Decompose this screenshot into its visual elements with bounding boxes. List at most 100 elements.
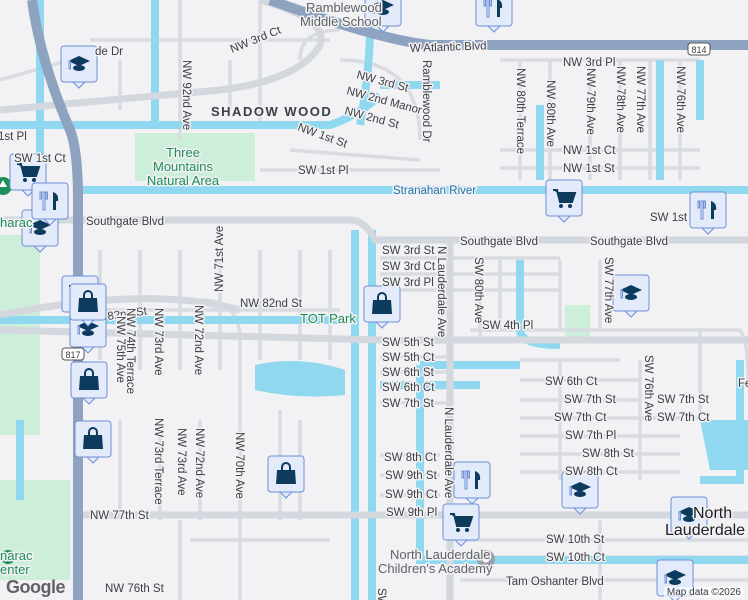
street-label: NW 80th Terrace bbox=[514, 68, 526, 154]
street-label: SW 3rd Pl bbox=[382, 277, 434, 289]
school-icon bbox=[620, 285, 642, 300]
shopping-cart-marker[interactable] bbox=[9, 153, 47, 197]
school-marker[interactable] bbox=[364, 0, 402, 33]
street-label: SW 4th Pl bbox=[482, 320, 533, 332]
school-marker[interactable] bbox=[670, 496, 708, 540]
street-label: SW 6th Ct bbox=[545, 376, 598, 388]
street-label: SW 7th St bbox=[657, 394, 710, 406]
street-label: NW 77th Ave bbox=[634, 66, 646, 133]
shopping-bag-icon bbox=[372, 292, 392, 314]
restaurant-marker[interactable] bbox=[31, 182, 69, 226]
street-label: 1st Pl bbox=[0, 131, 27, 143]
shopping-cart-marker[interactable] bbox=[442, 503, 480, 547]
street-label: NW 74th Terrace bbox=[124, 308, 136, 394]
markers-layer bbox=[9, 0, 727, 600]
restaurant-marker[interactable] bbox=[453, 461, 491, 505]
sw-5th-st bbox=[0, 326, 748, 344]
shopping-bag-marker[interactable] bbox=[363, 285, 401, 329]
park-area bbox=[0, 480, 70, 580]
street-label: NW 79th Ave bbox=[584, 68, 596, 135]
street-label: NW 78th Ave bbox=[614, 66, 626, 133]
street-label: NW 73rd Ave bbox=[175, 428, 187, 496]
street-label: SW 6th St bbox=[382, 367, 435, 379]
poi-label[interactable]: harac bbox=[0, 214, 35, 232]
restaurant-marker[interactable] bbox=[475, 0, 513, 33]
street-label: NW 72nd Ave bbox=[193, 428, 205, 498]
street-label: SW 5th St bbox=[382, 337, 435, 349]
shopping-bag-icon bbox=[276, 462, 296, 484]
school-icon bbox=[29, 220, 51, 235]
poi-label[interactable]: Children's Academy bbox=[377, 560, 495, 578]
park-area bbox=[565, 305, 590, 340]
street-label: SW 9th Ct bbox=[385, 489, 438, 501]
academy-pin[interactable] bbox=[477, 550, 495, 568]
shopping-bag-marker[interactable] bbox=[69, 283, 107, 327]
street-label: N Lauderdale Ave bbox=[435, 246, 447, 337]
restaurant-icon bbox=[461, 470, 481, 490]
school-icon bbox=[372, 0, 394, 15]
route-shield-814: 814 bbox=[687, 42, 711, 56]
poi-label[interactable]: narac bbox=[0, 547, 35, 565]
shopping-bag-icon bbox=[79, 368, 99, 390]
poi-label[interactable]: Ramblewood bbox=[305, 0, 384, 17]
shopping-cart-icon bbox=[450, 513, 474, 532]
street-label: NW 76th St bbox=[105, 583, 165, 595]
school-icon bbox=[68, 56, 90, 71]
park-pin[interactable] bbox=[1, 550, 15, 564]
park-label[interactable]: TOT Park bbox=[299, 310, 358, 328]
street-label: SW 77th Ave bbox=[602, 257, 614, 323]
park-area bbox=[0, 235, 40, 435]
street-label: SW 6th Ct bbox=[382, 382, 435, 394]
street-label: Southgate Blvd bbox=[86, 216, 164, 228]
street-label: SW 8th St bbox=[582, 448, 635, 460]
school-marker[interactable] bbox=[60, 45, 98, 89]
southgate-blvd bbox=[0, 216, 748, 244]
shopping-cart-marker[interactable] bbox=[545, 179, 583, 223]
street-label: NW 1st Ct bbox=[563, 145, 616, 157]
street-label: SW 7th Ct bbox=[554, 412, 607, 424]
park-label[interactable]: Three bbox=[165, 144, 202, 162]
street-label: SW 5th Ct bbox=[382, 352, 435, 364]
shopping-bag-marker[interactable] bbox=[70, 361, 108, 405]
street-label: Southgate Blvd bbox=[590, 236, 668, 248]
street-label: Southgate Blvd bbox=[460, 236, 538, 248]
shopping-cart-icon bbox=[553, 189, 577, 208]
street-label: SW 7th St bbox=[564, 394, 617, 406]
poi-label[interactable]: Middle School bbox=[299, 13, 384, 31]
poi-label[interactable]: North Lauderdale bbox=[389, 546, 492, 564]
street-label: SW 1st Pl bbox=[298, 165, 348, 177]
school-marker[interactable] bbox=[561, 471, 599, 515]
w-atlantic-blvd bbox=[268, 0, 748, 50]
street-label: Tam Oshanter Blvd bbox=[506, 576, 604, 588]
shopping-bag-marker[interactable] bbox=[74, 420, 112, 464]
park-label[interactable]: Natural Area bbox=[145, 172, 221, 190]
street-label: NW 73rd Terrace bbox=[152, 418, 164, 505]
restaurant-icon bbox=[697, 200, 717, 220]
poi-label[interactable]: enter bbox=[0, 561, 32, 579]
school-icon bbox=[678, 507, 700, 522]
park-label[interactable]: Mountains bbox=[152, 158, 215, 176]
street-label: NW 75th Ave bbox=[114, 316, 126, 383]
restaurant-marker[interactable] bbox=[689, 191, 727, 235]
shopping-bag-marker[interactable] bbox=[267, 455, 305, 499]
street-label: NW 82nd St bbox=[240, 298, 303, 310]
nw-82nd-st bbox=[0, 295, 241, 319]
street-label: SW 7th Pl bbox=[565, 430, 616, 442]
street-label: NW 71st Ave bbox=[214, 226, 226, 292]
street-label: Fe bbox=[738, 378, 748, 390]
svg-text:814: 814 bbox=[691, 45, 706, 55]
shopping-bag-icon bbox=[83, 427, 103, 449]
school-icon bbox=[664, 570, 686, 585]
street-label: NW 72nd Ave bbox=[192, 305, 204, 375]
restaurant-icon bbox=[39, 191, 59, 211]
street-label: NW 76th Ave bbox=[674, 66, 686, 133]
water-label: Stranahan River bbox=[393, 185, 476, 197]
map-attribution[interactable]: Map data ©2026 bbox=[663, 587, 744, 598]
street-label: NW 80th Ave bbox=[544, 80, 556, 147]
google-logo: Google bbox=[6, 577, 66, 597]
park-pin[interactable] bbox=[0, 177, 12, 195]
city-label: North bbox=[693, 505, 732, 522]
street-label: W Atlantic Blvd bbox=[410, 40, 487, 55]
school-marker[interactable] bbox=[612, 274, 650, 318]
